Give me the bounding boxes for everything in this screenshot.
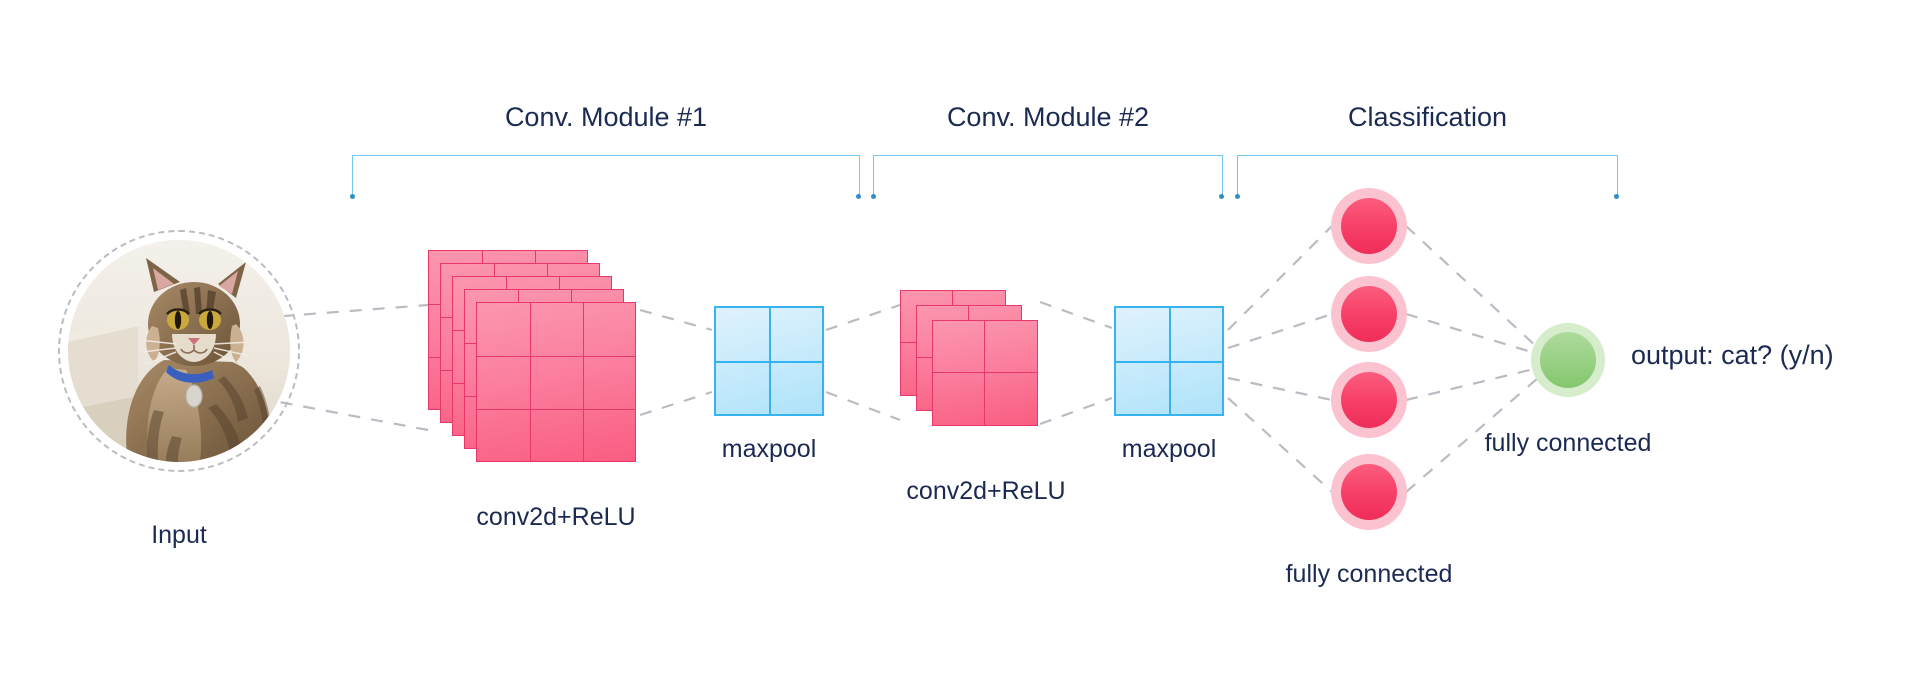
fc-output-label: fully connected [1484,429,1652,457]
bracket-dot-left-1 [350,194,355,199]
input-dashed-ring [58,230,300,472]
fc-hidden-neuron-1 [1341,198,1397,254]
fc-hidden-neuron-3 [1341,372,1397,428]
conv1-plane-1 [476,302,636,462]
group-title-classification: Classification [1347,102,1508,132]
bracket-classification [1237,155,1618,197]
fc-output-neuron [1540,332,1596,388]
bracket-dot-left-2 [871,194,876,199]
fc-hidden-neuron-4 [1341,464,1397,520]
maxpool1-label: maxpool [721,435,817,463]
fc-hidden-label: fully connected [1285,560,1453,588]
conv1-label: conv2d+ReLU [476,503,636,531]
bracket-conv-module-1 [352,155,860,197]
bracket-dot-right-1 [856,194,861,199]
maxpool1-grid [714,306,824,416]
bracket-dot-right-3 [1614,194,1619,199]
maxpool2-grid [1114,306,1224,416]
group-title-conv-module-1: Conv. Module #1 [504,102,708,132]
bracket-dot-left-3 [1235,194,1240,199]
conv2-plane-1 [932,320,1038,426]
fc-hidden-neuron-2 [1341,286,1397,342]
conv2-label: conv2d+ReLU [906,477,1066,505]
output-text: output: cat? (y/n) [1631,340,1834,370]
bracket-conv-module-2 [873,155,1223,197]
group-title-conv-module-2: Conv. Module #2 [946,102,1150,132]
input-label: Input [151,521,207,549]
maxpool2-label: maxpool [1121,435,1217,463]
bracket-dot-right-2 [1219,194,1224,199]
input-cat-photo [68,240,290,462]
